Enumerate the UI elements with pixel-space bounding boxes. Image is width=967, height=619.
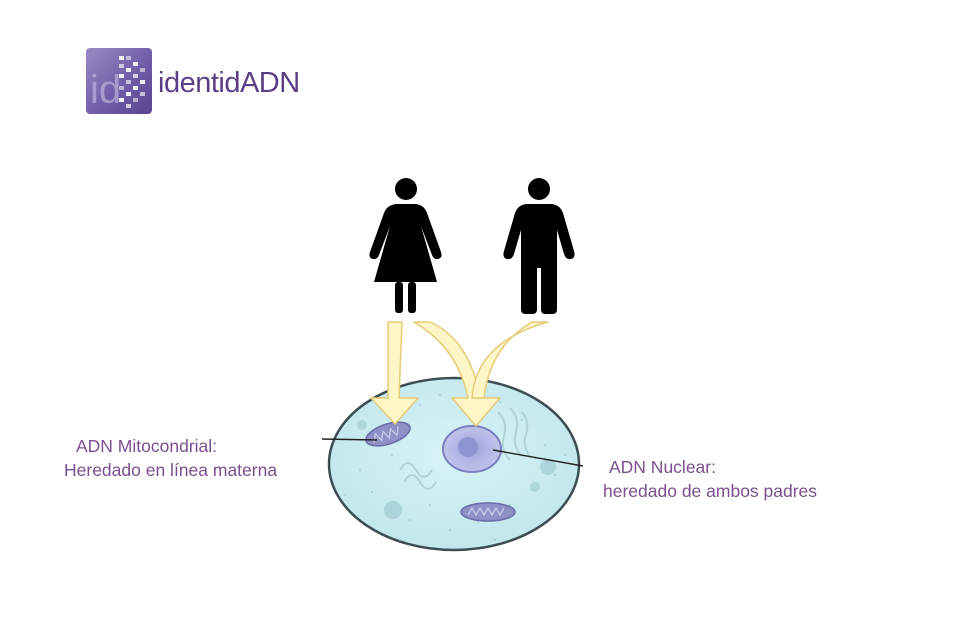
nucleus: [442, 425, 502, 473]
logo: id: [86, 48, 300, 114]
logo-dna-bars: [119, 56, 145, 108]
cell-speckles: [343, 393, 567, 542]
mitochondrion-lower: [460, 502, 516, 522]
mitochondrial-dna-title: ADN Mitocondrial:: [76, 436, 218, 456]
woman-silhouette-icon: [369, 178, 442, 313]
nuclear-dna-description: heredado de ambos padres: [603, 481, 818, 501]
endoplasmic-reticulum: [399, 407, 531, 490]
maternal-mitochondrial-arrow: [370, 321, 419, 425]
nuclear-pointer-line: [492, 449, 584, 467]
mitochondrial-dna-label: ADN Mitocondrial: Heredado en línea mate…: [64, 434, 277, 482]
logo-mark-icon: id: [86, 48, 152, 114]
nuclear-inheritance-arrows: [413, 321, 549, 427]
logo-mark-graphic: id: [90, 56, 145, 112]
mitochondrial-pointer-line: [321, 438, 378, 441]
logo-wordmark: identidADN: [158, 66, 300, 99]
nuclear-dna-title: ADN Nuclear:: [609, 457, 716, 477]
cell: [327, 376, 581, 552]
mitochondrial-dna-description: Heredado en línea materna: [64, 460, 278, 480]
logo-mark-text: id: [90, 68, 121, 112]
nuclear-dna-label: ADN Nuclear: heredado de ambos padres: [603, 455, 817, 503]
man-silhouette-icon: [503, 178, 575, 314]
